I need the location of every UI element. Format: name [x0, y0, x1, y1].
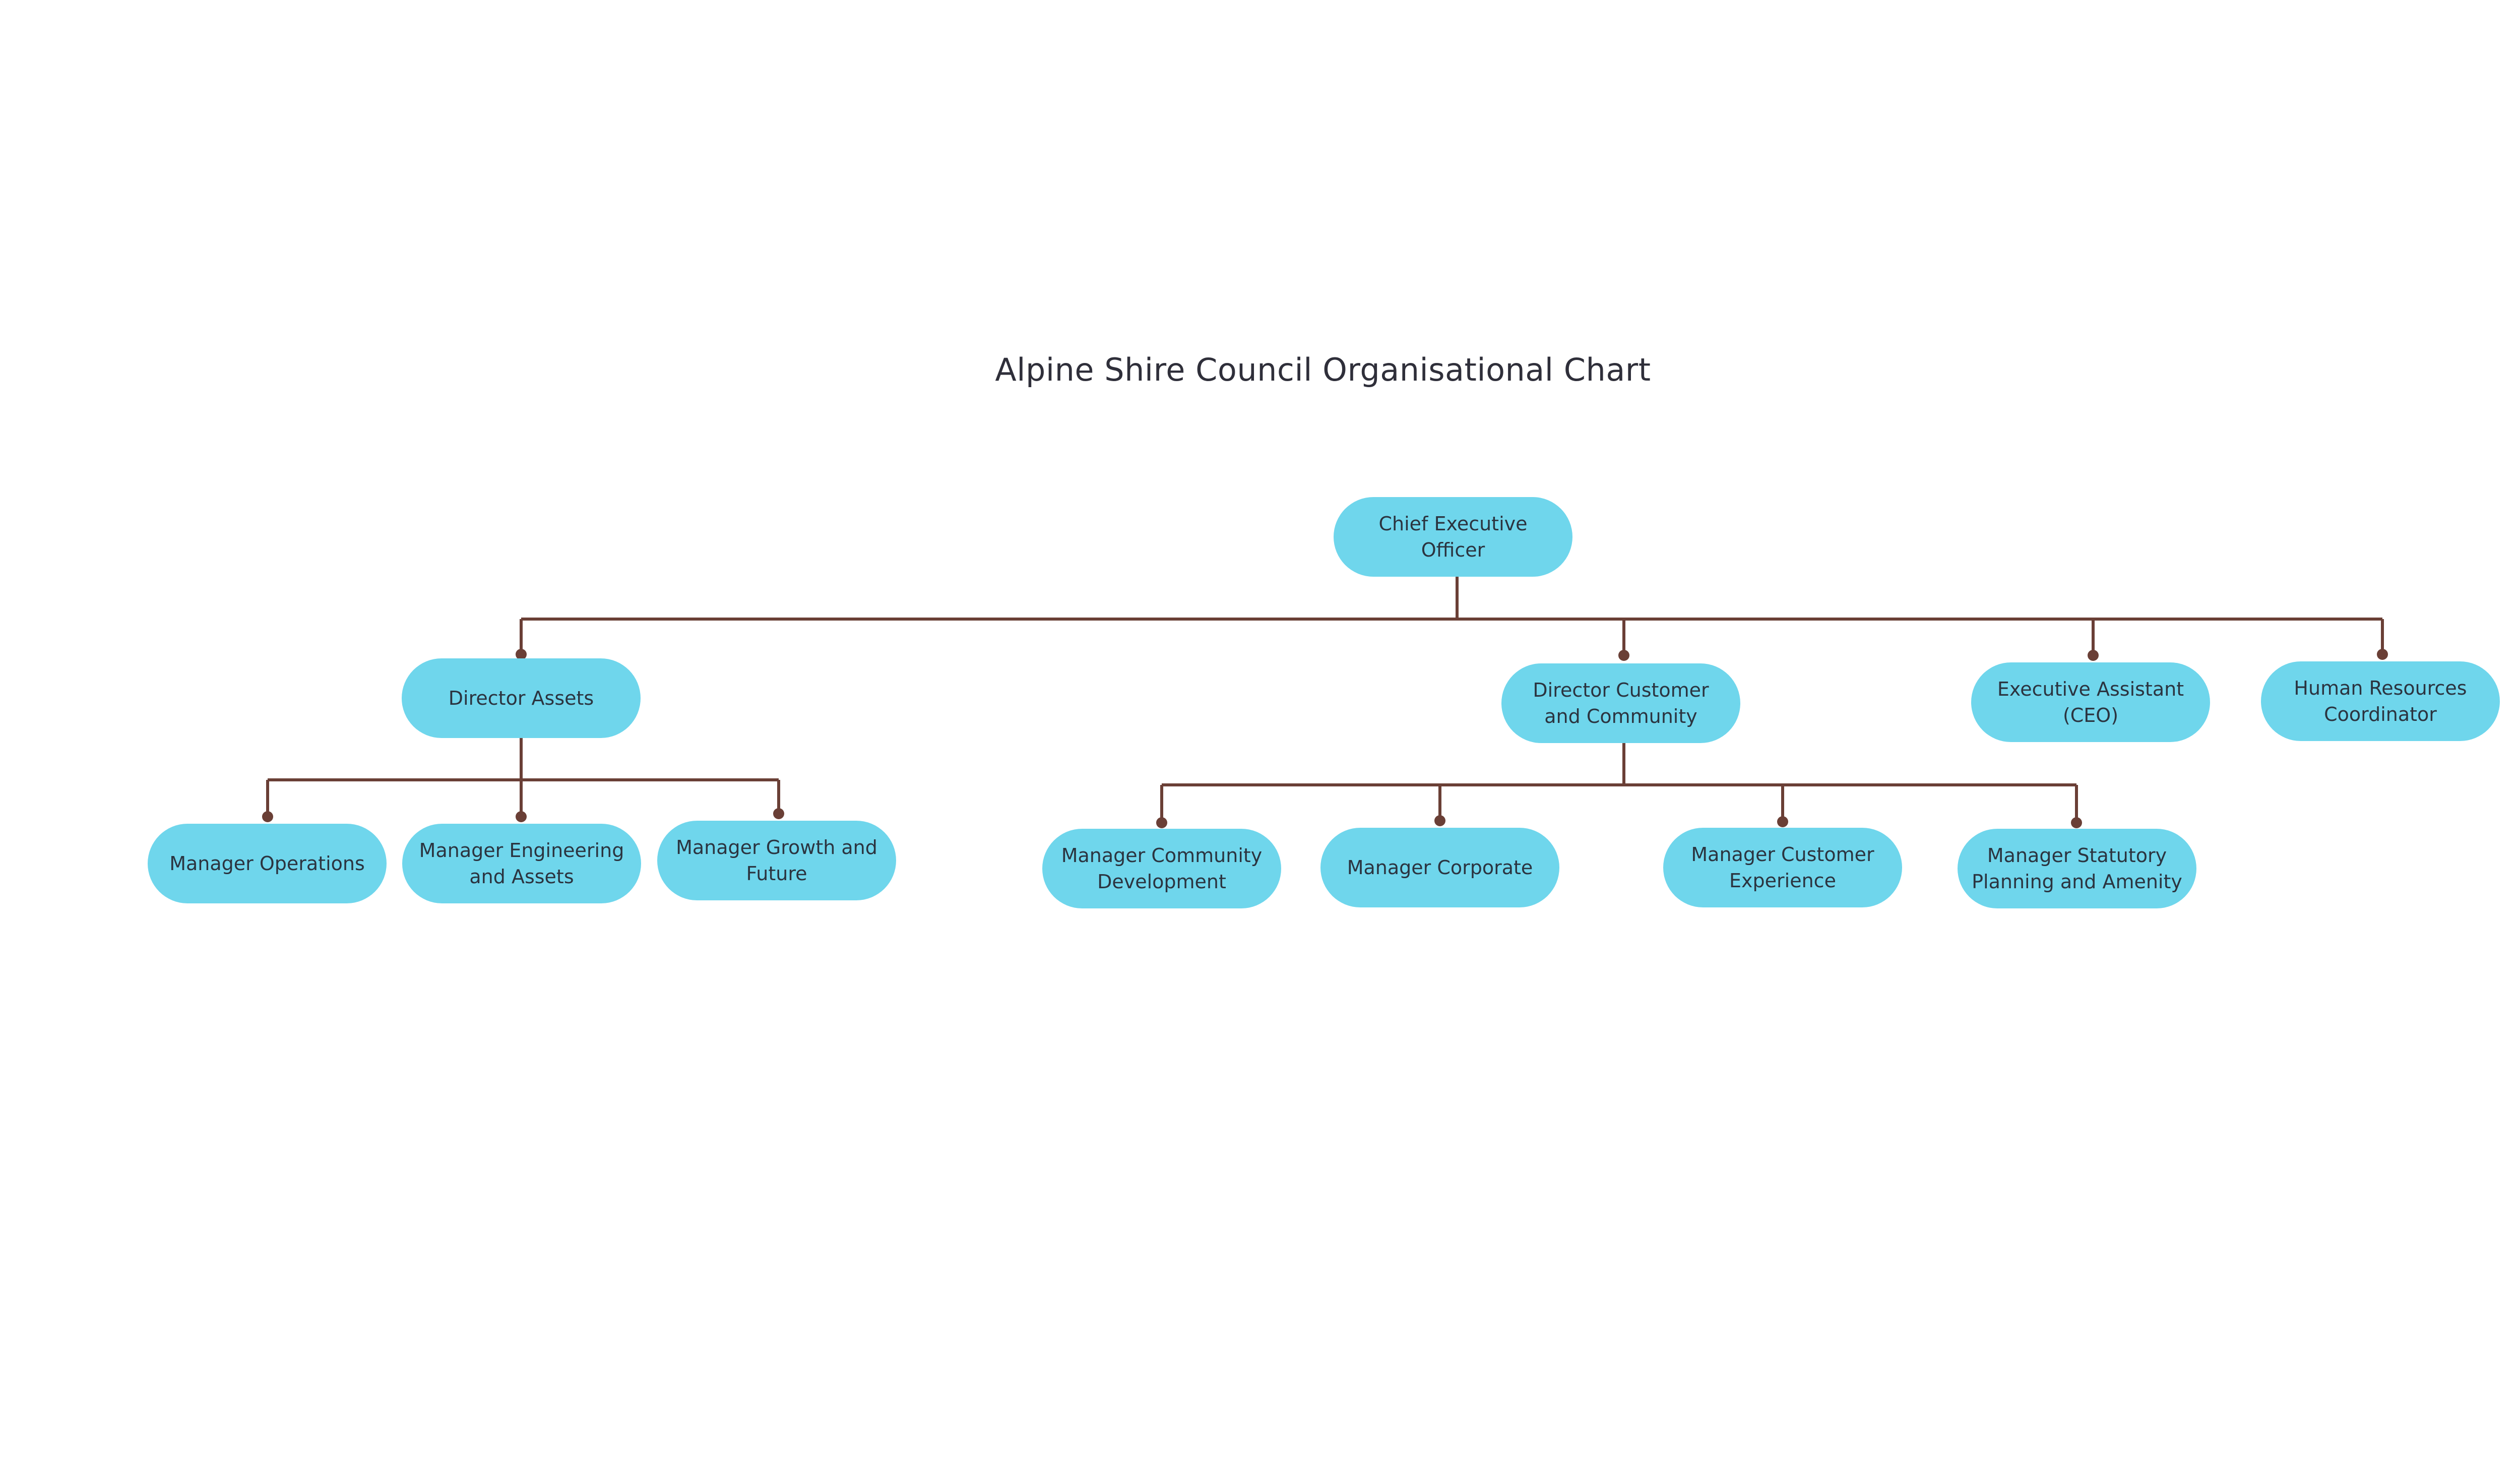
node-label: Executive Assistant (CEO)	[1997, 678, 2184, 726]
node-executive-assistant-ceo[interactable]: Executive Assistant (CEO)	[1971, 662, 2210, 742]
connector-dot	[1434, 815, 1445, 826]
connector-dot	[2377, 649, 2388, 660]
node-manager-operations[interactable]: Manager Operations	[148, 824, 387, 903]
node-chief-executive-officer[interactable]: Chief Executive Officer	[1334, 497, 1572, 577]
connector-dot	[516, 811, 527, 822]
node-human-resources-coordinator[interactable]: Human Resources Coordinator	[2261, 661, 2500, 741]
node-label: Director Customer and Community	[1533, 679, 1709, 727]
connector-dot	[2071, 817, 2082, 828]
connector-dot	[1618, 650, 1629, 661]
node-director-customer-and-community[interactable]: Director Customer and Community	[1501, 663, 1740, 743]
node-label: Human Resources Coordinator	[2294, 677, 2467, 725]
node-manager-statutory-planning-and-amenity[interactable]: Manager Statutory Planning and Amenity	[1958, 829, 2196, 908]
connector-dot	[773, 808, 784, 819]
node-label: Manager Customer Experience	[1691, 843, 1874, 892]
connector-dot	[516, 649, 527, 660]
node-label: Manager Statutory Planning and Amenity	[1972, 844, 2182, 893]
connector-dot	[262, 811, 273, 822]
node-manager-customer-experience[interactable]: Manager Customer Experience	[1663, 828, 1902, 907]
node-label: Manager Community Development	[1061, 844, 1263, 893]
node-label: Director Assets	[448, 687, 594, 709]
node-label: Manager Corporate	[1347, 856, 1533, 879]
connector-dot	[2088, 650, 2099, 661]
node-manager-corporate[interactable]: Manager Corporate	[1320, 828, 1559, 907]
connector-dot	[1777, 816, 1788, 827]
node-manager-engineering-and-assets[interactable]: Manager Engineering and Assets	[402, 824, 641, 903]
node-director-assets[interactable]: Director Assets	[402, 658, 641, 738]
chart-title: Alpine Shire Council Organisational Char…	[995, 351, 1651, 388]
node-manager-community-development[interactable]: Manager Community Development	[1042, 829, 1281, 908]
node-manager-growth-and-future[interactable]: Manager Growth and Future	[657, 821, 896, 900]
node-label: Chief Executive Officer	[1378, 513, 1528, 561]
connector-dot	[1156, 817, 1167, 828]
node-label: Manager Engineering and Assets	[419, 839, 624, 888]
node-label: Manager Growth and Future	[676, 836, 877, 885]
node-label: Manager Operations	[169, 852, 365, 875]
